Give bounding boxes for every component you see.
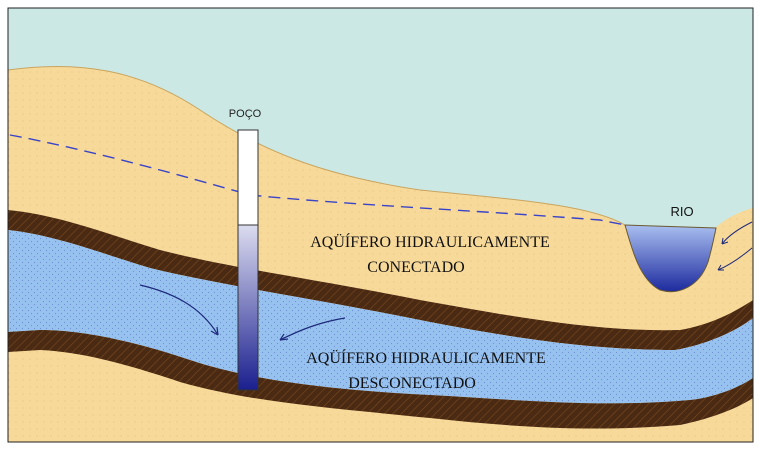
lower-confining-layer bbox=[8, 330, 753, 429]
connected-aquifer-label-line1: AQÜÍFERO HIDRAULICAMENTE bbox=[310, 232, 550, 251]
connected-aquifer-label-line2: CONECTADO bbox=[367, 259, 464, 276]
aquifer-flow-arrows bbox=[139, 284, 346, 341]
diagram-frame bbox=[7, 7, 754, 443]
disconnected-aquifer-label-line2: DESCONECTADO bbox=[348, 375, 476, 392]
river-label: RIO bbox=[670, 204, 693, 219]
water-table-line bbox=[9, 134, 641, 229]
well bbox=[237, 129, 259, 391]
disconnected-aquifer-label-line1: AQÜÍFERO HIDRAULICAMENTE bbox=[306, 348, 546, 367]
seepage-arrows bbox=[717, 221, 753, 271]
river-channel bbox=[624, 224, 717, 293]
well-casing-dry bbox=[237, 129, 259, 226]
well-casing-water bbox=[237, 224, 259, 391]
upper-confining-layer bbox=[8, 210, 753, 350]
ground-surface-line bbox=[8, 65, 626, 226]
well-label: POÇO bbox=[229, 108, 262, 120]
